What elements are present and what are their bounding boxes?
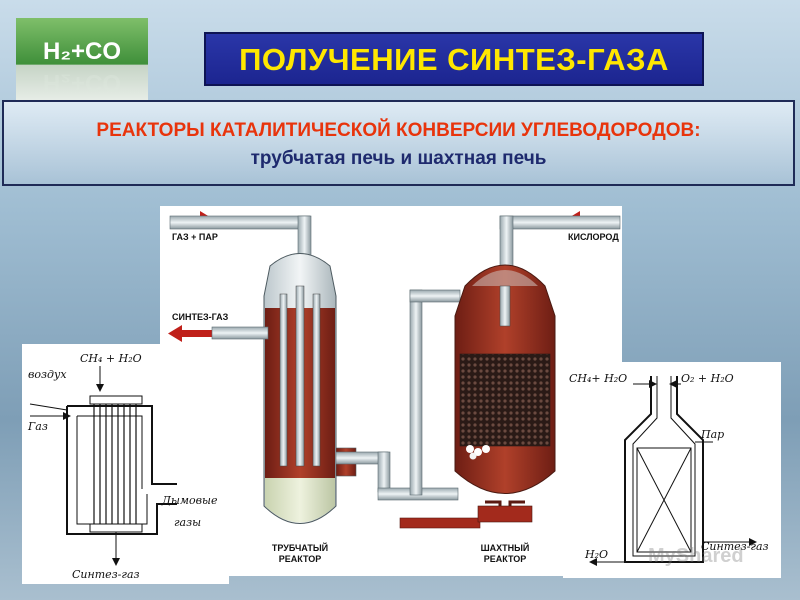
right-syngas-label: Синтез-газ xyxy=(701,540,769,553)
caption-tubular-2: РЕАКТОР xyxy=(279,554,322,564)
subtitle-line-1: РЕАКТОРЫ КАТАЛИТИЧЕСКОЙ КОНВЕРСИИ УГЛЕВО… xyxy=(96,120,701,141)
left-flue-label-2: газы xyxy=(174,516,201,529)
label-syngas: СИНТЕЗ-ГАЗ xyxy=(172,312,229,322)
left-gas-label: Газ xyxy=(27,420,48,433)
right-feed1-label: CH₄+ H₂O xyxy=(569,372,627,385)
shaft-furnace-sketch: CH₄+ H₂O O₂ + H₂O Пар Синтез-газ H₂O xyxy=(563,362,781,578)
h2-co-logo: H₂+CO H₂+CO xyxy=(16,18,148,102)
title-banner: ПОЛУЧЕНИЕ СИНТЕЗ-ГАЗА xyxy=(204,32,704,86)
left-feed-label: CH₄ + H₂O xyxy=(80,352,142,365)
subtitle-box: РЕАКТОРЫ КАТАЛИТИЧЕСКОЙ КОНВЕРСИИ УГЛЕВО… xyxy=(2,100,795,186)
label-gas-steam: ГАЗ + ПАР xyxy=(172,232,218,242)
shaft-reactor xyxy=(454,264,556,523)
tubular-furnace-sketch: CH₄ + H₂O воздух Газ Дымовые газы Синтез… xyxy=(22,344,229,584)
caption-shaft-1: ШАХТНЫЙ xyxy=(481,542,530,553)
label-oxygen: КИСЛОРОД xyxy=(568,232,619,242)
main-reactor-diagram: ГАЗ + ПАР СИНТЕЗ-ГАЗ КИСЛОРОД ТРУБЧАТЫЙ … xyxy=(160,206,622,576)
right-feed2-label: O₂ + H₂O xyxy=(681,372,734,385)
logo-reflection: H₂+CO xyxy=(42,69,121,96)
tubular-reactor xyxy=(263,253,357,524)
watermark: MyShared xyxy=(648,545,744,567)
logo-text: H₂+CO xyxy=(42,38,121,65)
page-title: ПОЛУЧЕНИЕ СИНТЕЗ-ГАЗА xyxy=(239,42,669,77)
subtitle-line-2: трубчатая печь и шахтная печь xyxy=(250,148,547,169)
right-water-label: H₂O xyxy=(584,548,608,561)
syngas-arrow xyxy=(168,325,212,342)
right-steam-label: Пар xyxy=(700,428,724,441)
left-syngas-label: Синтез-газ xyxy=(72,568,140,581)
caption-tubular-1: ТРУБЧАТЫЙ xyxy=(272,542,328,553)
left-air-label: воздух xyxy=(28,368,67,381)
caption-shaft-2: РЕАКТОР xyxy=(484,554,527,564)
left-flue-label-1: Дымовые xyxy=(161,494,218,507)
